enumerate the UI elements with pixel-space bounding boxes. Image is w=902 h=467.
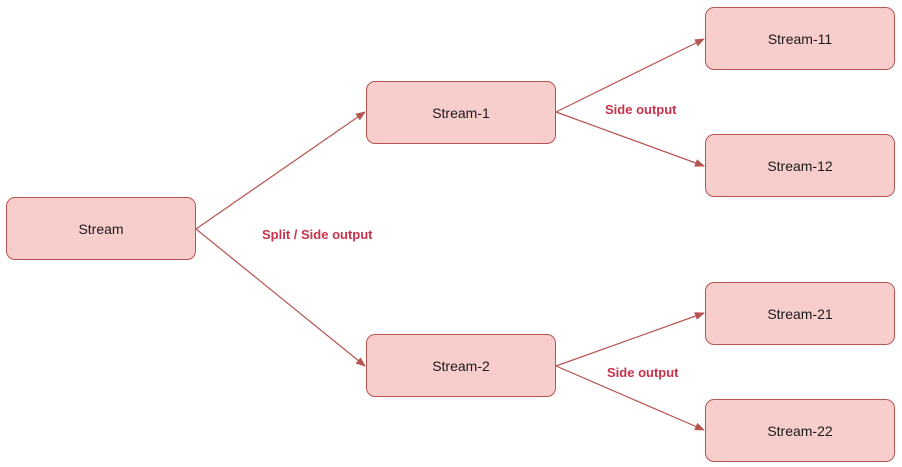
node-stream-12-label: Stream-12	[767, 157, 833, 174]
node-stream-21[interactable]: Stream-21	[705, 282, 895, 345]
edge-stream-2-to-stream-22	[555, 365, 705, 431]
node-stream-12[interactable]: Stream-12	[705, 134, 895, 197]
edge-stream-2-to-stream-21	[555, 312, 705, 367]
node-stream-2-label: Stream-2	[432, 357, 490, 374]
edge-stream-1-to-stream-11	[555, 38, 705, 113]
node-stream[interactable]: Stream	[6, 197, 196, 260]
edge-label-split-side-output: Split / Side output	[262, 227, 373, 242]
node-stream-22-label: Stream-22	[767, 422, 833, 439]
node-stream-11[interactable]: Stream-11	[705, 7, 895, 70]
edge-label-side-output-bottom: Side output	[607, 365, 679, 380]
node-stream-1-label: Stream-1	[432, 104, 490, 121]
node-stream-1[interactable]: Stream-1	[366, 81, 556, 144]
node-stream-11-label: Stream-11	[767, 30, 833, 47]
node-stream-label: Stream	[78, 220, 124, 237]
edge-stream-to-stream-1	[195, 111, 366, 230]
node-stream-2[interactable]: Stream-2	[366, 334, 556, 397]
node-stream-22[interactable]: Stream-22	[705, 399, 895, 462]
edge-stream-1-to-stream-12	[555, 111, 705, 167]
node-stream-21-label: Stream-21	[767, 305, 833, 322]
edge-stream-to-stream-2	[195, 228, 366, 367]
edge-label-side-output-top: Side output	[605, 102, 677, 117]
